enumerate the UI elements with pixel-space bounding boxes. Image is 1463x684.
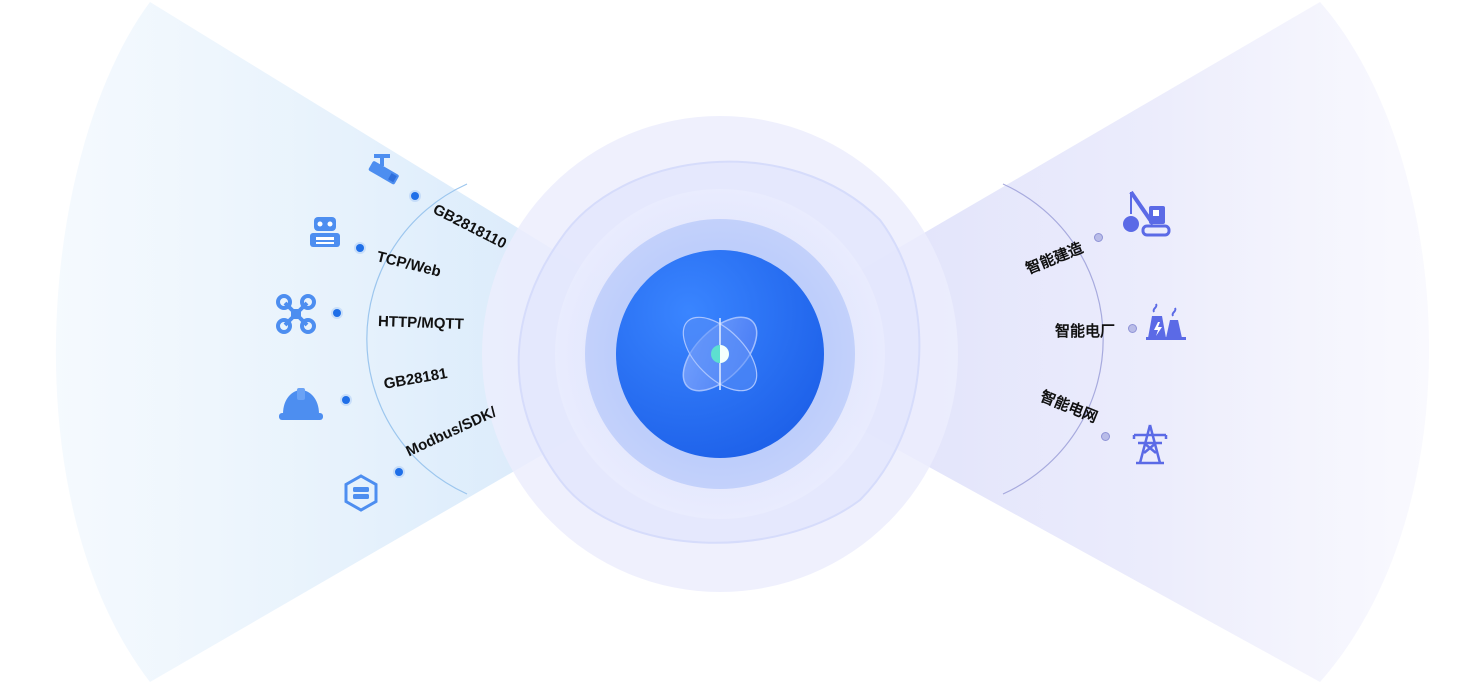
left-arc xyxy=(366,183,468,495)
protocol-label-http-mqtt: HTTP/MQTT xyxy=(377,313,465,333)
protocol-dot xyxy=(342,396,350,404)
application-dot xyxy=(1101,432,1110,441)
crane-icon xyxy=(1121,188,1171,243)
protocol-dot xyxy=(333,309,341,317)
protocol-dot xyxy=(356,244,364,252)
protocol-dot xyxy=(411,192,419,200)
right-fan xyxy=(720,2,1430,682)
core-logo-icon xyxy=(682,316,758,392)
left-fan xyxy=(55,2,720,682)
power-plant-icon xyxy=(1144,302,1186,345)
drone-icon xyxy=(276,294,316,339)
protocol-dot xyxy=(395,468,403,476)
camera-icon xyxy=(364,152,402,193)
application-dot xyxy=(1094,233,1103,242)
right-arc xyxy=(1002,183,1104,495)
application-dot xyxy=(1128,324,1137,333)
application-label-smart-power-plant: 智能电厂 xyxy=(1055,322,1116,340)
power-tower-icon xyxy=(1130,423,1170,470)
helmet-icon xyxy=(277,386,325,427)
robot-icon xyxy=(306,215,344,256)
gateway-icon xyxy=(341,473,381,518)
